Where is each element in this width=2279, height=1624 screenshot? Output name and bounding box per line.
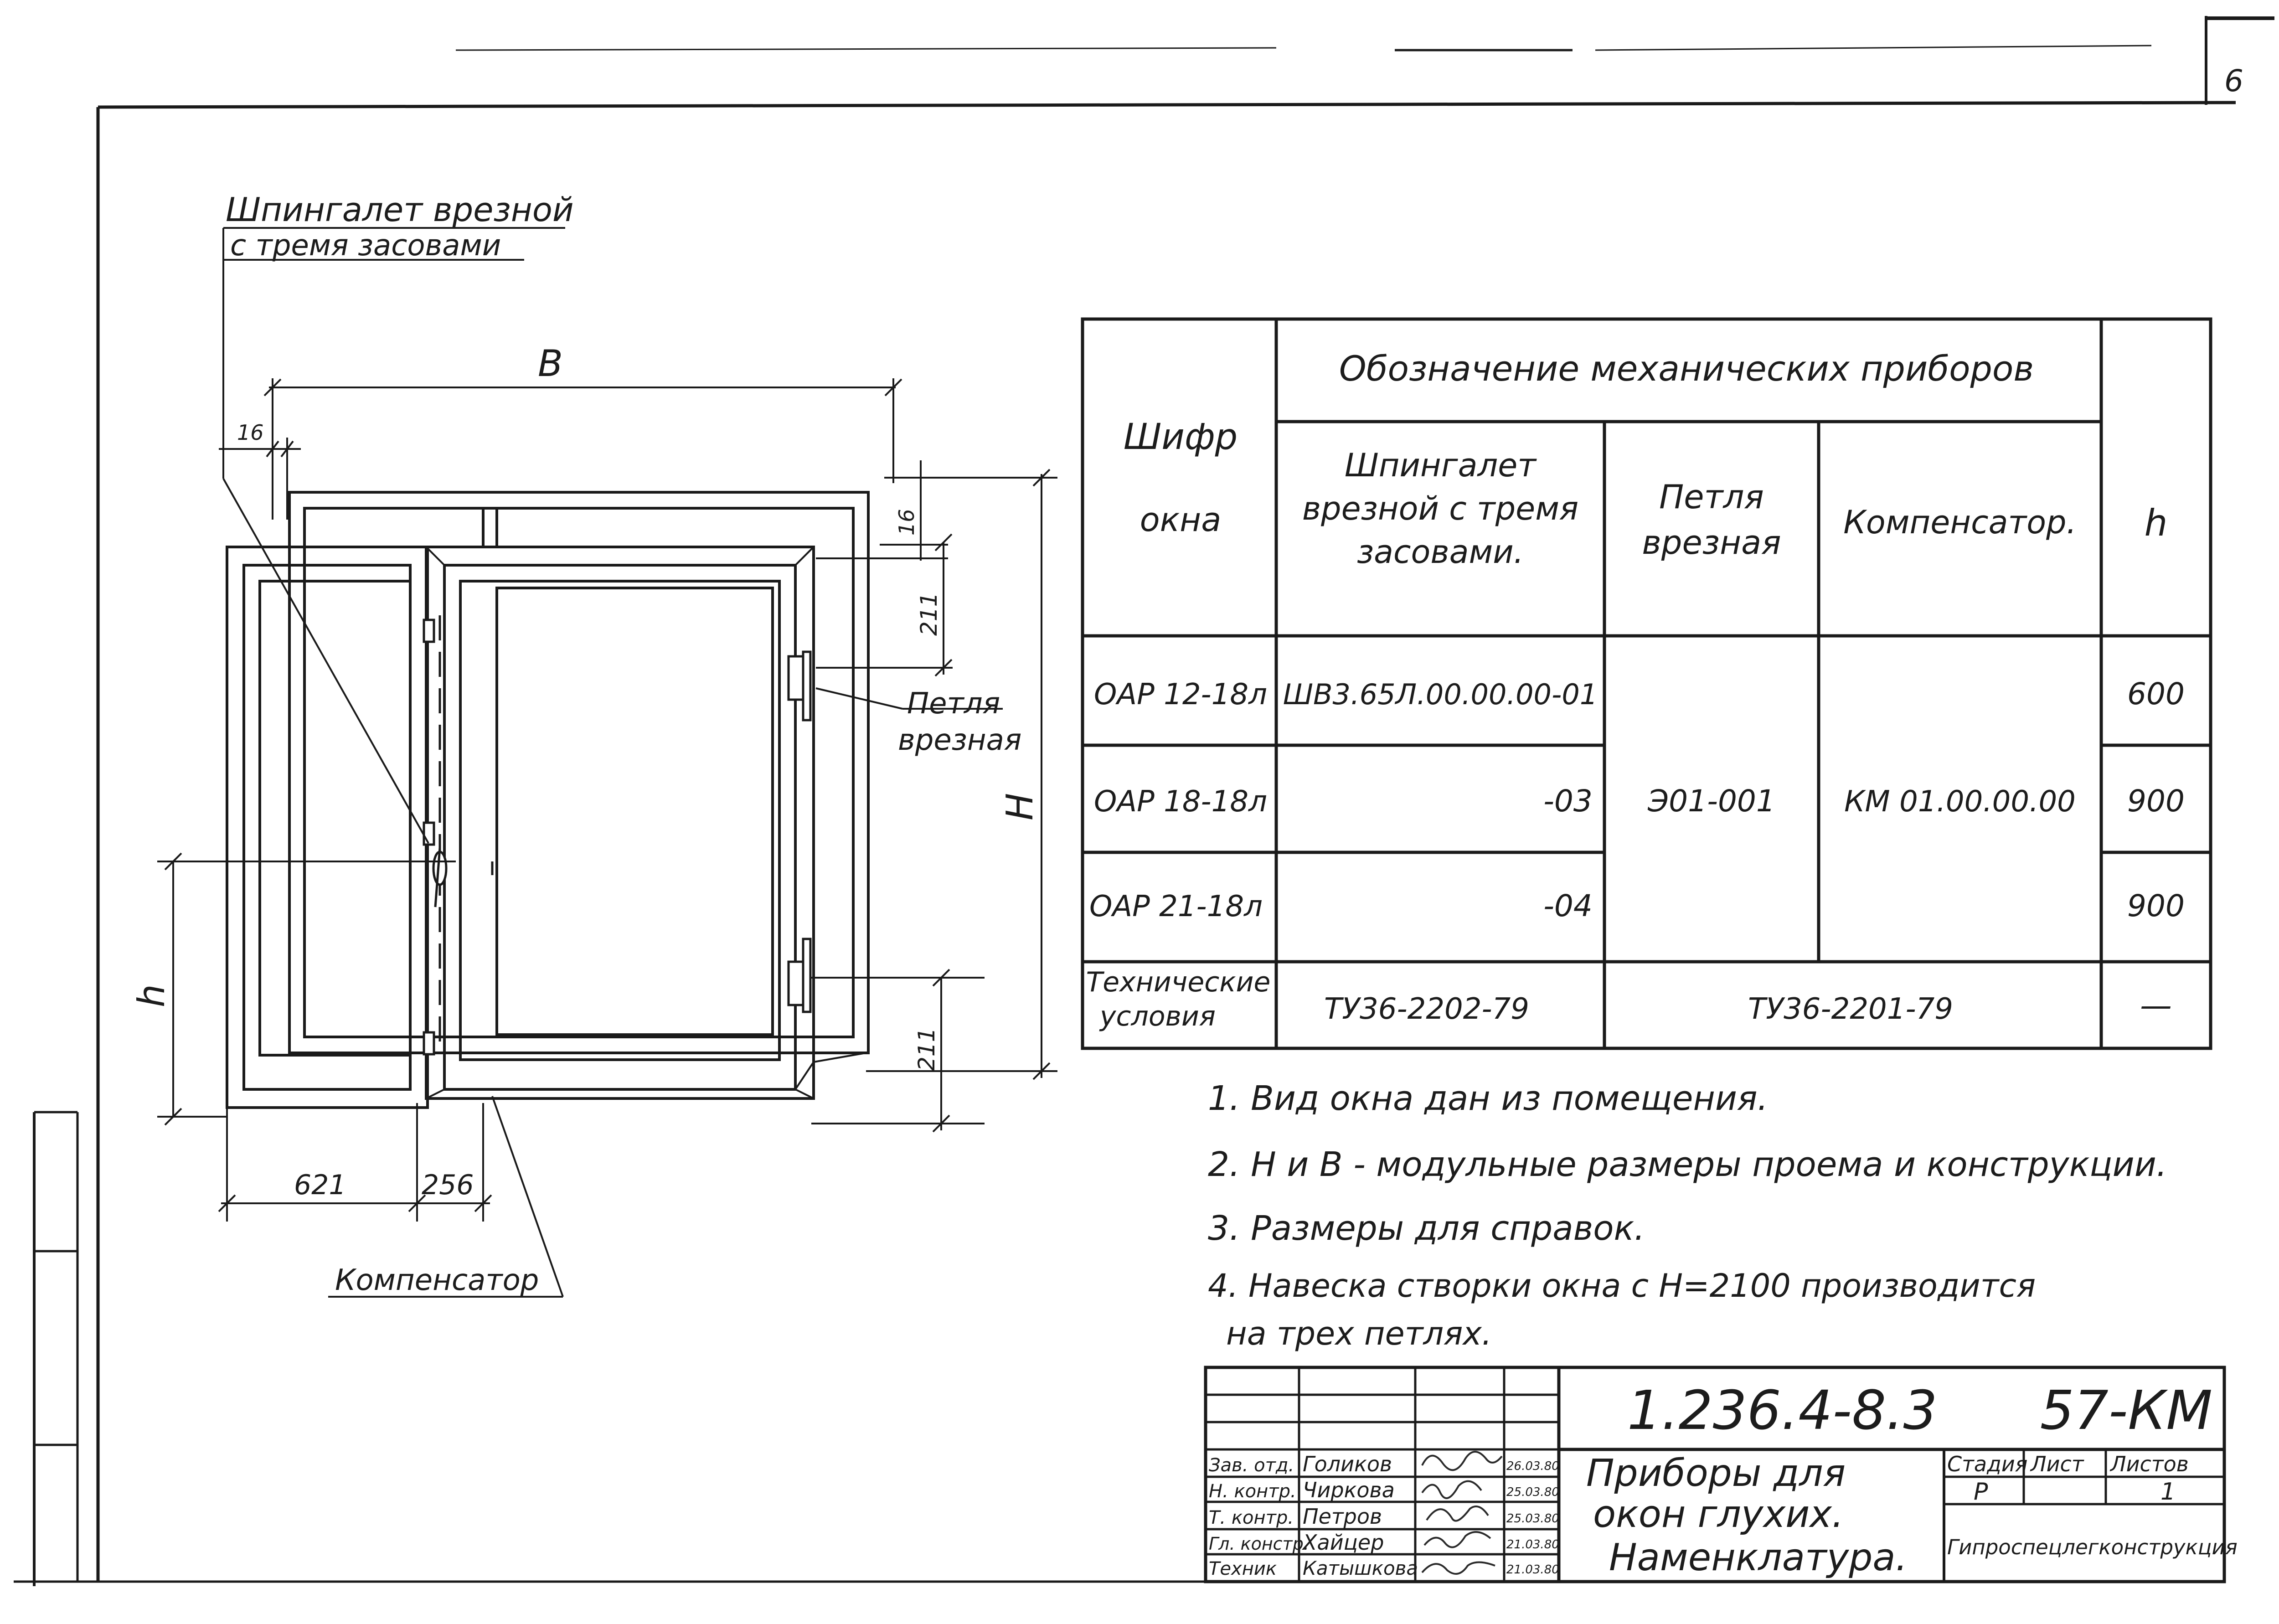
dimension-h: h	[130, 984, 173, 1007]
tech-h: —	[2140, 987, 2172, 1024]
staff-role-4: Гл. констр.	[1209, 1534, 1309, 1554]
tech-conditions-line2: условия	[1099, 1000, 1216, 1032]
hinge-value: Э01-001	[1647, 784, 1775, 819]
staff-role-1: Зав. отд.	[1209, 1455, 1294, 1476]
row1-h: 600	[2127, 676, 2185, 711]
row2-h: 900	[2127, 784, 2185, 819]
staff-date-5: 21.03.80	[1506, 1563, 1559, 1577]
title-block	[1204, 1366, 2226, 1583]
staff-name-1: Голиков	[1303, 1452, 1392, 1476]
dimension-621: 621	[294, 1169, 346, 1201]
staff-role-3: Т. контр.	[1209, 1507, 1294, 1528]
stage-label: Стадия	[1947, 1452, 2027, 1476]
header-espagnolette-line3: засовами.	[1357, 533, 1524, 571]
note-4-continued: на трех петлях.	[1226, 1315, 1492, 1352]
dimension-H: H	[999, 793, 1041, 820]
row2-espagnolette: -03	[1543, 784, 1593, 819]
dimension-211-bottom: 211	[913, 1028, 940, 1071]
signatures	[1421, 1451, 1503, 1575]
header-code-line1: Шифр	[1124, 417, 1237, 458]
compensator-value: КМ 01.00.00.00	[1844, 785, 2076, 819]
title-line1: Приборы для	[1586, 1452, 1846, 1495]
staff-name-4: Хайцер	[1302, 1530, 1384, 1555]
staff-role-5: Техник	[1209, 1558, 1277, 1579]
dimension-16-right: 16	[894, 509, 919, 536]
document-code: 1.236.4-8.3 57-КМ	[1627, 1379, 2212, 1442]
header-mechanical-devices: Обозначение механических приборов	[1339, 348, 2034, 389]
window-hardware	[423, 619, 812, 1056]
organization: Гипроспецлегконструкция	[1947, 1535, 2238, 1559]
row1-code: ОАР 12-18л	[1094, 678, 1267, 711]
sheets-value: 1	[2160, 1478, 2176, 1505]
title-line2: окон глухих.	[1593, 1493, 1844, 1536]
notes: 1. Вид окна дан из помещения. 2. H и B -…	[1208, 1079, 2167, 1352]
header-hinge-line1: Петля	[1659, 478, 1764, 516]
staff-date-2: 25.03.80	[1506, 1485, 1559, 1499]
staff-date-4: 21.03.80	[1506, 1538, 1559, 1552]
sheets-label: Листов	[2109, 1452, 2189, 1476]
header-espagnolette-line2: врезной с тремя	[1302, 490, 1578, 527]
tech-conditions-line1: Технические	[1086, 966, 1271, 998]
staff-name-3: Петров	[1303, 1504, 1382, 1529]
dimension-211-top: 211	[916, 593, 942, 636]
callout-compensator: Компенсатор	[335, 1263, 539, 1297]
staff-date-1: 26.03.80	[1506, 1459, 1559, 1473]
sheet-label: Лист	[2030, 1452, 2084, 1476]
callout-hinge-line1: Петля	[907, 687, 1000, 721]
tech-hinge-compensator: ТУ36-2201-79	[1748, 992, 1953, 1026]
window-drawing	[226, 491, 870, 1109]
spec-table	[1081, 317, 2212, 1050]
staff-date-3: 25.03.80	[1506, 1512, 1559, 1526]
title-block-text: 1.236.4-8.3 57-КМ Приборы для окон глухи…	[1209, 1379, 2238, 1579]
row2-code: ОАР 18-18л	[1094, 785, 1267, 819]
dimension-B: B	[538, 342, 563, 385]
stage-value: Р	[1974, 1478, 1988, 1505]
dimension-256: 256	[422, 1169, 474, 1201]
row1-espagnolette: ШВ3.65Л.00.00.00-01	[1283, 678, 1598, 711]
staff-name-5: Катышкова	[1303, 1557, 1418, 1579]
callout-hinge-line2: врезная	[898, 723, 1021, 757]
dimension-16-top: 16	[237, 420, 264, 445]
note-3: 3. Размеры для справок.	[1208, 1209, 1645, 1248]
header-hinge-line2: врезная	[1642, 523, 1781, 562]
title-line3: Наменклатура.	[1609, 1536, 1908, 1579]
drawing-labels: Шпингалет врезной с тремя засовами Петля…	[130, 191, 1041, 1297]
row3-h: 900	[2127, 888, 2185, 923]
header-h: h	[2145, 502, 2168, 544]
row3-espagnolette: -04	[1543, 888, 1593, 923]
note-4: 4. Навеска створки окна с H=2100 произво…	[1208, 1267, 2036, 1304]
page-corner-number: 6	[2224, 63, 2243, 98]
staff-name-2: Чиркова	[1303, 1478, 1395, 1502]
header-espagnolette-line1: Шпингалет	[1345, 447, 1537, 484]
tech-espagnolette: ТУ36-2202-79	[1324, 992, 1529, 1026]
staff-role-2: Н. контр.	[1209, 1481, 1296, 1502]
leader-lines	[222, 227, 1003, 1298]
spec-table-text: Шифр окна Обозначение механических прибо…	[1086, 348, 2185, 1032]
note-2: 2. H и B - модульные размеры проема и ко…	[1208, 1145, 2167, 1184]
header-code-line2: окна	[1140, 500, 1222, 539]
header-compensator: Компенсатор.	[1843, 504, 2077, 541]
callout-espagnolette-line2: с тремя засовами	[230, 229, 501, 263]
dimension-lines	[157, 378, 1057, 1222]
note-1: 1. Вид окна дан из помещения.	[1208, 1079, 1768, 1118]
callout-espagnolette-line1: Шпингалет врезной	[226, 191, 574, 229]
row3-code: ОАР 21-18л	[1089, 890, 1263, 923]
